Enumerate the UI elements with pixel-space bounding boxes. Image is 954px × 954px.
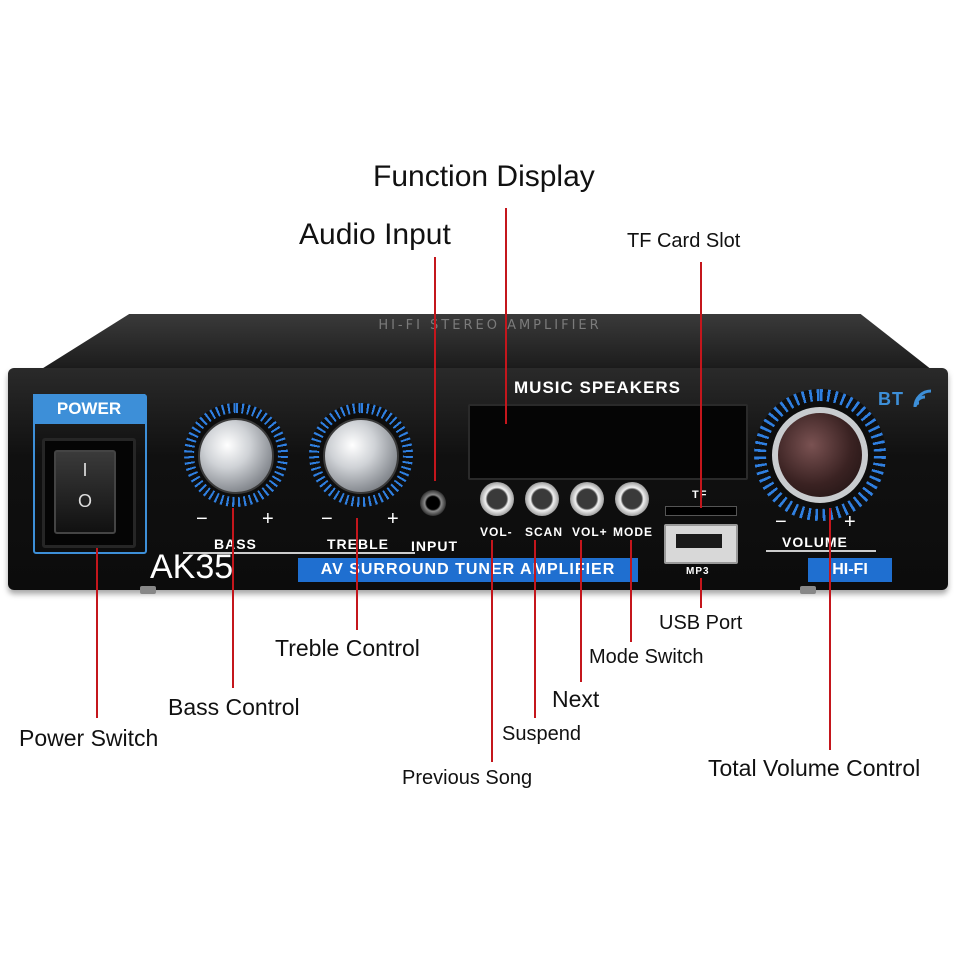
treble-plus: + [387,508,399,530]
bass-knob[interactable] [198,418,274,494]
amplifier-top-cover [40,314,932,370]
leader-bass-control [232,508,234,688]
bass-minus: − [196,508,208,530]
callout-treble-control: Treble Control [275,635,420,661]
tf-label: TF [692,489,707,501]
volume-label: VOLUME [782,534,848,550]
treble-label: TREBLE [327,536,389,552]
callout-total-volume-control: Total Volume Control [708,755,921,781]
av-surround-strip: AV SURROUND TUNER AMPLIFIER [298,558,638,582]
treble-minus: − [321,508,333,530]
leader-total-volume-control [829,508,831,750]
volume-knob[interactable] [772,407,868,503]
callout-power-switch: Power Switch [19,725,159,751]
audio-input-jack[interactable] [420,490,446,516]
device-foot [800,586,816,594]
callout-next: Next [552,686,600,712]
volume-plus: + [844,511,856,533]
leader-usb-port [700,578,702,608]
volume-rule [766,550,876,552]
callout-suspend: Suspend [502,723,581,745]
vol-minus-button[interactable] [480,482,514,516]
treble-knob[interactable] [323,418,399,494]
leader-next [580,540,582,682]
leader-audio-input [434,257,436,481]
bluetooth-wave-icon [913,389,932,408]
callout-bass-control: Bass Control [168,694,300,720]
scan-button[interactable] [525,482,559,516]
function-display [468,404,748,480]
leader-mode-switch [630,540,632,642]
switch-off-mark: O [77,491,92,511]
leader-suspend [534,540,536,718]
leader-previous-song [491,540,493,762]
leader-tf-card-slot [700,262,702,508]
volume-minus: − [775,511,787,533]
leader-function-display [505,208,507,424]
mp3-label: MP3 [686,566,710,577]
vol-plus-button[interactable] [570,482,604,516]
display-title: MUSIC SPEAKERS [514,378,682,397]
mode-label: MODE [613,525,653,539]
bt-label: BT [878,389,904,409]
bass-plus: + [262,508,274,530]
hifi-strip: HI-FI [808,558,892,582]
mode-button[interactable] [615,482,649,516]
usb-port-tongue [676,534,722,548]
switch-on-mark: I [82,460,88,480]
callout-audio-input: Audio Input [299,218,451,251]
tone-rule [183,552,415,554]
scan-label: SCAN [525,525,564,539]
power-rocker-switch[interactable]: I O [54,450,116,534]
input-label: INPUT [411,538,458,554]
power-label: POWER [33,394,145,424]
callout-tf-card-slot: TF Card Slot [627,230,741,252]
callout-mode-switch: Mode Switch [589,646,704,668]
leader-power-switch [96,548,98,718]
callout-previous-song: Previous Song [402,767,533,789]
bass-label: BASS [214,536,257,552]
callout-usb-port: USB Port [659,612,743,634]
top-cover-print: HI-FI STEREO AMPLIFIER [378,318,602,333]
model-name: AK35 [150,548,234,586]
device-foot [140,586,156,594]
leader-treble-control [356,518,358,630]
vol-plus-label: VOL+ [572,525,608,539]
callout-function-display: Function Display [373,160,595,193]
vol-minus-label: VOL- [480,525,513,539]
